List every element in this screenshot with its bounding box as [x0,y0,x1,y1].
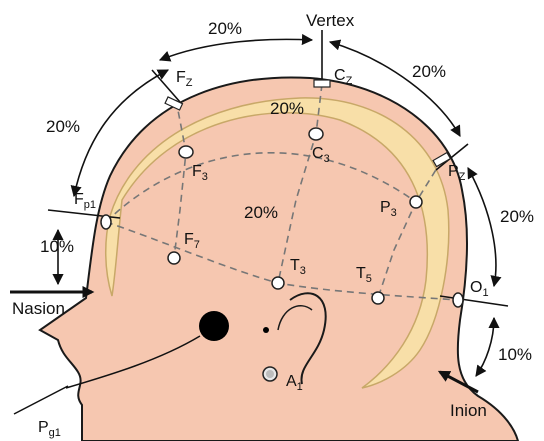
arc-o1-inion [476,318,494,376]
electrode-c3 [309,128,323,140]
electrode-o1 [453,293,463,307]
label-nasion: Nasion [12,299,65,318]
electrode-t5 [372,292,384,304]
pg1-pointer [14,386,68,414]
pct-top-left: 20% [208,19,242,38]
label-fp1: Fp1 [74,191,96,211]
pct-inner-middle: 20% [244,203,278,222]
electrode-t3 [272,277,284,289]
electrode-p3 [410,196,422,208]
label-vertex: Vertex [306,11,355,30]
pct-top-right: 20% [412,62,446,81]
electrode-a1-inner [266,370,274,378]
pct-right-upper: 20% [500,207,534,226]
pct-left-lower: 10% [40,237,74,256]
pct-inner-top: 20% [270,99,304,118]
electrode-f3 [179,146,193,158]
electrode-f7 [168,252,180,264]
arc-fz-vertex [160,39,312,60]
pct-right-lower: 10% [498,345,532,364]
small-dot [263,327,269,333]
label-inion: Inion [450,401,487,420]
label-pg1: Pg1 [38,419,61,439]
label-o1: O1 [470,279,489,299]
reference-electrode [199,311,229,341]
label-fz: FZ [176,69,193,89]
arc-pz-o1 [468,168,496,286]
electrode-cz-marker [314,80,330,87]
pct-left-upper: 20% [46,117,80,136]
electrode-fp1 [101,215,111,229]
